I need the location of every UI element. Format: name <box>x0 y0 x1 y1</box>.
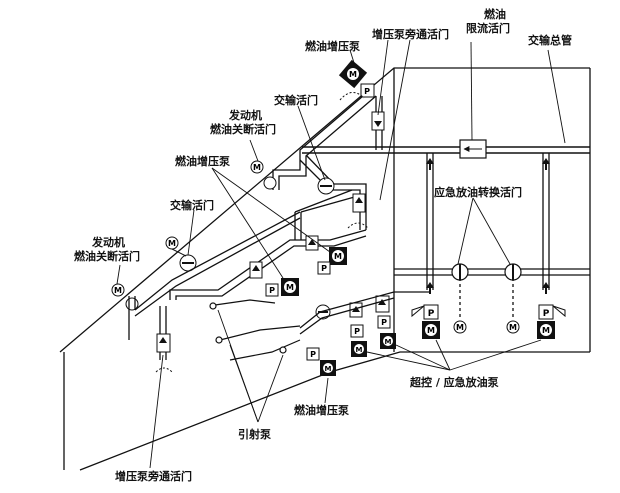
jettison-transfer-valve-right <box>504 263 522 281</box>
label-engine-shutoff-upper-1: 发动机 <box>229 109 262 122</box>
label-ejector-pump: 引射泵 <box>238 428 271 441</box>
upper-engine-feed-pipe <box>272 89 383 230</box>
label-engine-shutoff-upper-2: 燃油关断活门 <box>210 123 276 136</box>
manifold-risers <box>426 153 550 290</box>
boost-bypass-valve-middle <box>347 193 369 229</box>
motor-symbol: M <box>385 338 392 346</box>
pump-symbol: P <box>310 350 316 359</box>
label-crossfeed-manifold: 交输总管 <box>528 34 572 47</box>
engine-shutoff-valve-lower: M <box>111 283 139 340</box>
motor-symbol: M <box>542 326 550 335</box>
motor-symbol: M <box>509 323 517 332</box>
boost-pump-middle: M P M P <box>265 247 347 297</box>
bottom-pump-piping <box>299 291 430 335</box>
label-override-jettison-pump: 超控 / 应急放油泵 <box>410 376 499 389</box>
fuel-limit-valve <box>459 139 487 159</box>
motor-symbol: M <box>349 70 357 79</box>
jettison-transfer-valve-left <box>451 263 469 281</box>
motor-symbol: M <box>356 346 363 354</box>
motor-symbol: M <box>114 286 122 295</box>
pump-symbol: P <box>354 327 360 336</box>
pump-symbol: P <box>428 309 435 319</box>
pump-symbol: P <box>381 318 387 327</box>
motor-symbol: M <box>427 326 435 335</box>
override-jettison-pump-right: P M <box>537 304 566 339</box>
pump-symbol: P <box>321 264 327 273</box>
label-boost-bypass-valve-bottom: 增压泵旁通活门 <box>115 470 192 483</box>
pump-symbol: P <box>364 87 370 96</box>
motor-symbol: M <box>168 239 176 248</box>
label-fuel-limit-valve-1: 燃油 <box>484 8 506 21</box>
ejector-pump-group <box>209 299 301 361</box>
label-crossfeed-valve-upper: 交输活门 <box>274 94 318 107</box>
leader-lines <box>116 39 566 469</box>
crossfeed-valve-upper <box>317 177 335 195</box>
crossfeed-valve-lower: M <box>165 236 197 272</box>
boost-pump-bottom-cluster: M M M P P P <box>306 295 396 376</box>
label-boost-bypass-valve-top: 增压泵旁通活门 <box>372 28 449 41</box>
motor-symbol: M <box>456 323 464 332</box>
motor-symbol: M <box>253 163 261 172</box>
label-fuel-limit-valve-2: 限流活门 <box>466 22 510 35</box>
boost-pump-top: M P <box>338 59 375 101</box>
label-emergency-jettison-transfer-valve: 应急放油转换活门 <box>434 186 522 199</box>
riser-flow-arrows <box>426 158 550 294</box>
engine-shutoff-valve-upper: M <box>250 160 277 190</box>
motor-symbol: M <box>334 252 342 261</box>
motor-symbol: M <box>286 283 294 292</box>
left-tank-outline <box>59 67 591 471</box>
transfer-valve-motors: M M <box>453 320 520 334</box>
boost-bypass-valve-lower <box>155 333 173 373</box>
middle-pump-bypass-block <box>249 235 319 279</box>
label-boost-pump-top: 燃油增压泵 <box>305 40 360 53</box>
label-boost-pump-middle: 燃油增压泵 <box>175 155 230 168</box>
pump-symbol: P <box>543 309 550 319</box>
motor-symbol: M <box>325 365 332 373</box>
override-jettison-pump-left: P M <box>411 304 440 339</box>
label-boost-pump-bottom: 燃油增压泵 <box>294 404 349 417</box>
crossfeed-manifold-pipe <box>302 146 590 154</box>
pump-symbol: P <box>269 286 275 295</box>
label-engine-shutoff-lower-1: 发动机 <box>92 236 125 249</box>
boost-bypass-valve-upper <box>371 111 385 131</box>
label-engine-shutoff-lower-2: 燃油关断活门 <box>74 250 140 263</box>
label-crossfeed-valve-lower: 交输活门 <box>170 199 214 212</box>
